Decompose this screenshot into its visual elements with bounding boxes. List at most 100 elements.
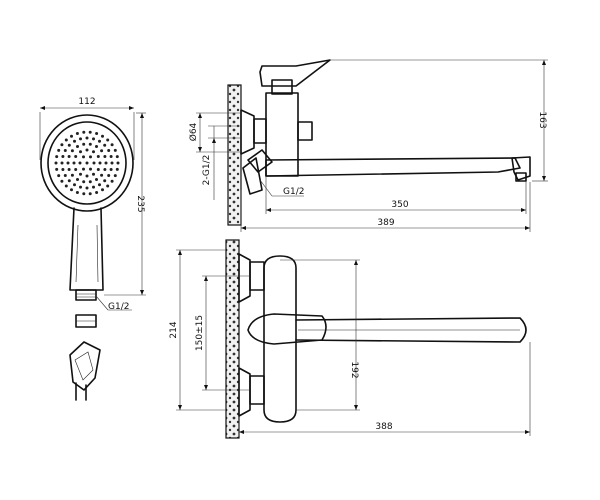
spray-hole: [70, 149, 74, 153]
spray-hole: [116, 161, 120, 165]
dim-head-height: 235: [104, 112, 146, 296]
spray-hole: [103, 168, 107, 171]
dim-hose-thread-label: G1/2: [108, 302, 129, 312]
spray-hole: [104, 161, 108, 165]
spray-hole: [95, 145, 98, 148]
spray-hole: [60, 143, 64, 147]
spray-hole: [106, 184, 110, 188]
spray-hole: [103, 155, 107, 158]
spray-hole: [82, 142, 86, 146]
spray-hole: [95, 132, 99, 135]
spray-hole: [113, 148, 117, 152]
dim-spout-height-label: 192: [349, 361, 359, 378]
spray-hole: [88, 130, 92, 134]
spray-hole: [67, 143, 71, 147]
dim-body-height: 163: [330, 59, 548, 182]
spray-hole: [85, 136, 89, 140]
spray-hole: [70, 173, 74, 177]
dim-spout-thread-label: G1/2: [283, 187, 304, 197]
spray-hole: [79, 150, 82, 154]
dim-head-width: 112: [39, 97, 135, 160]
spray-hole: [79, 137, 82, 141]
spray-hole: [92, 185, 95, 189]
spray-hole: [89, 167, 92, 171]
dim-spout-height: 192: [280, 259, 360, 411]
spout-front: [295, 317, 527, 343]
spray-hole: [101, 134, 104, 138]
spray-hole: [109, 155, 113, 158]
spout: [265, 157, 521, 177]
spray-hole: [75, 132, 79, 135]
spray-hole: [92, 161, 96, 165]
dim-head-width-label: 112: [78, 97, 95, 107]
spray-hole: [100, 149, 104, 153]
dim-hose-thread: G1/2: [95, 295, 132, 312]
spray-hole: [115, 167, 119, 171]
spray-hole: [70, 134, 73, 138]
spray-hole: [88, 142, 92, 146]
spray-hole: [82, 155, 85, 159]
spray-hole: [76, 145, 79, 148]
spray-hole: [73, 139, 76, 143]
spray-hole: [60, 161, 64, 165]
dim-plate-height: 214: [169, 249, 226, 411]
spray-hole: [113, 174, 117, 178]
spray-hole: [98, 161, 102, 165]
spray-hole: [66, 161, 70, 165]
spray-hole: [115, 155, 119, 159]
spray-hole: [82, 192, 86, 196]
spray-hole: [110, 179, 114, 183]
spray-hole: [79, 185, 82, 189]
spray-hole: [70, 188, 73, 192]
spray-hole: [64, 184, 68, 188]
spray-hole: [98, 183, 101, 187]
spray-holes: [54, 130, 120, 196]
spray-hole: [88, 180, 92, 184]
dim-spout-reach: 350: [265, 176, 527, 214]
spray-hole: [57, 174, 61, 178]
spray-hole: [100, 173, 104, 177]
spray-hole: [107, 149, 111, 152]
spray-hole: [89, 155, 92, 159]
spray-hole: [103, 179, 107, 183]
wall-section-top: [227, 84, 242, 226]
dim-spout-thread: G1/2: [259, 179, 304, 197]
spray-hole: [63, 174, 67, 177]
spray-hole: [60, 179, 64, 183]
spray-hole: [64, 138, 68, 142]
spray-hole: [74, 168, 78, 171]
spray-hole: [85, 186, 89, 190]
dim-shower-outlet-label: Ø64: [188, 122, 199, 141]
dim-inlet-thread: 2-G1/2: [202, 125, 241, 200]
spray-hole: [101, 188, 104, 192]
dim-plate-height-label: 214: [169, 321, 179, 338]
spray-hole: [92, 137, 95, 141]
spray-hole: [67, 179, 71, 183]
hand-shower: [40, 114, 134, 401]
spray-hole: [61, 155, 65, 158]
dim-total-reach: 389: [240, 182, 531, 232]
spray-hole: [96, 155, 100, 158]
spray-hole: [109, 168, 113, 171]
shower-holder: [69, 341, 101, 391]
dim-eccentric-label: 150±15: [195, 315, 205, 351]
dim-front-reach: 388: [238, 342, 531, 436]
spray-hole: [98, 139, 101, 143]
spray-hole: [82, 180, 86, 184]
spray-hole: [85, 161, 89, 165]
spray-hole: [73, 183, 76, 187]
spray-hole: [88, 192, 92, 196]
dim-body-height-label: 163: [537, 111, 547, 128]
spray-hole: [110, 143, 114, 147]
dim-front-reach-label: 388: [375, 422, 392, 432]
spray-hole: [67, 168, 71, 171]
spray-hole: [95, 191, 99, 194]
spray-hole: [72, 161, 76, 165]
dim-eccentric: 150±15: [195, 275, 250, 391]
spray-hole: [75, 191, 79, 194]
spray-hole: [57, 148, 61, 152]
spray-hole: [92, 172, 95, 176]
wall-section-bottom: [225, 239, 240, 439]
lever-front: [247, 313, 327, 345]
